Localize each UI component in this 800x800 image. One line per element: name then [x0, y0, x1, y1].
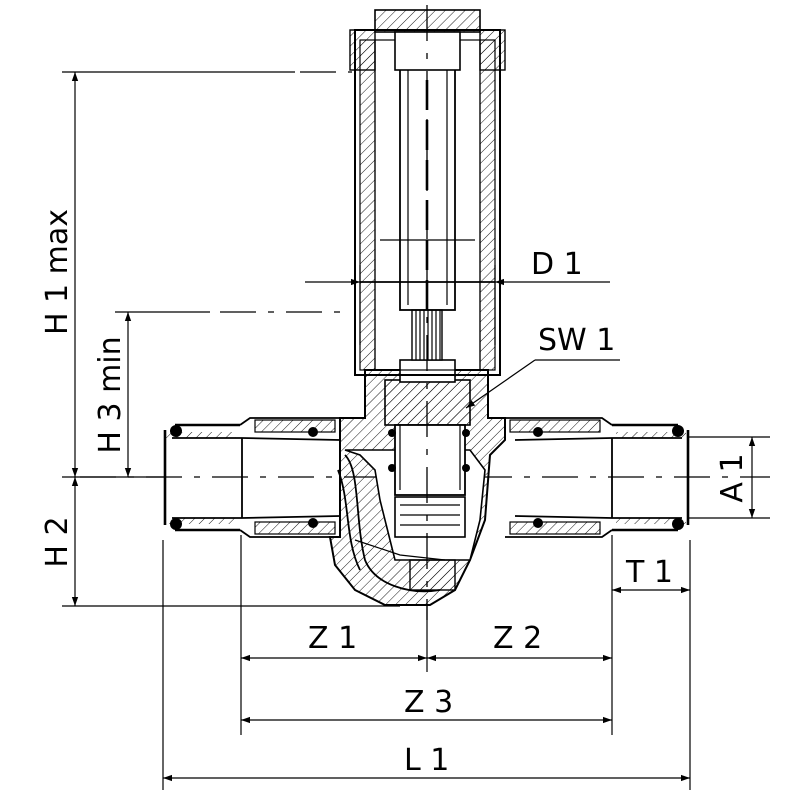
valve-body — [80, 5, 770, 620]
right-press-fitting — [505, 417, 690, 538]
z3-label: Z 3 — [404, 685, 453, 720]
d1-label: D 1 — [531, 247, 583, 282]
dimension-lines — [62, 71, 770, 790]
h3-label: H 3 min — [93, 336, 128, 453]
z2-label: Z 2 — [493, 621, 542, 656]
h2-label: H 2 — [40, 516, 75, 567]
sw1-label: SW 1 — [538, 323, 615, 358]
h1-label: H 1 max — [40, 209, 75, 335]
dimension-labels: H 1 max H 3 min H 2 A 1 D 1 SW 1 T 1 Z 1… — [40, 209, 750, 778]
a1-label: A 1 — [715, 453, 750, 502]
z1-label: Z 1 — [308, 621, 357, 656]
left-press-fitting — [163, 417, 341, 538]
t1-label: T 1 — [625, 555, 673, 590]
sw1-leader — [465, 359, 536, 409]
l1-label: L 1 — [404, 743, 449, 778]
